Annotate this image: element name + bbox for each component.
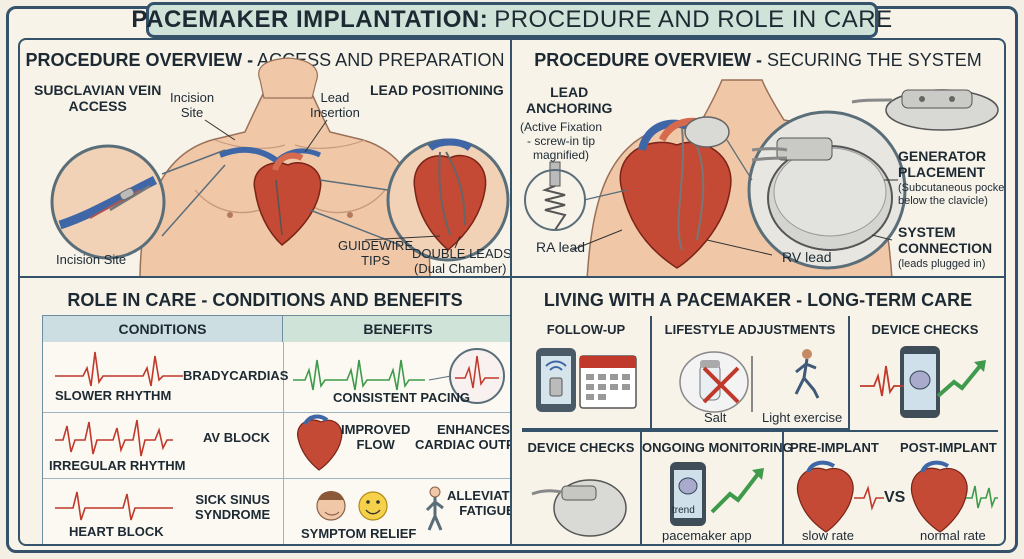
device-checks-card-bottom: DEVICE CHECKS (522, 432, 642, 544)
subclavian-vein-label: SUBCLAVIAN VEIN ACCESS (34, 82, 162, 114)
device-checks-icons-top (860, 346, 986, 418)
generator-illustration (524, 79, 999, 276)
title-rest: PROCEDURE AND ROLE IN CARE (494, 6, 893, 33)
conditions-header: CONDITIONS (43, 316, 283, 342)
pre-post-implant-card: PRE-IMPLANT POST-IMPLANT VS slow rate no… (784, 432, 1000, 544)
pacemaker-device-icon (531, 479, 627, 537)
generator-placement-label: GENERATOR PLACEMENT (898, 148, 987, 180)
panel-access-preparation: PROCEDURE OVERVIEW - ACCESS AND PREPARAT… (18, 38, 512, 278)
vs-label: VS (884, 489, 906, 506)
torso-illustration (50, 57, 510, 276)
benefit-label-0: CONSISTENT PACING (333, 390, 470, 405)
normal-rate-label: normal rate (920, 528, 986, 543)
lead-positioning-label: LEAD POSITIONING (370, 82, 504, 98)
incision-site-top-label: Incision Site (170, 90, 215, 120)
lead-anchoring-label: LEAD ANCHORING (526, 84, 613, 116)
rhythm-label-0: SLOWER RHYTHM (55, 388, 172, 403)
main-title: PACEMAKER IMPLANTATION: PROCEDURE AND RO… (131, 2, 892, 38)
benefit-label-1: IMPROVED FLOW (341, 422, 411, 452)
anchoring-note: (Active Fixation - screw-in tip magnifie… (520, 120, 603, 162)
lead-insertion-label: Lead Insertion (310, 90, 360, 120)
benefit2-label-1: ENHANCES CARDIAC OUTPUT (415, 422, 510, 452)
system-connection-label: SYSTEM CONNECTION (898, 224, 993, 256)
benefits-header: BENEFITS (283, 316, 510, 342)
double-leads-label: DOUBLE LEADS (412, 246, 512, 261)
light-exercise-label: Light exercise (762, 410, 843, 425)
benefit-label-2: SYMPTOM RELIEF (301, 526, 417, 541)
generator-note: (Subcutaneous pocket below the clavicle) (898, 182, 1006, 207)
lifestyle-card: LIFESTYLE ADJUSTMENTS Salt Light exercis… (652, 316, 850, 430)
panel4-title: LIVING WITH A PACEMAKER - LONG-TERM CARE (543, 290, 973, 310)
dual-chamber-label: (Dual Chamber) (414, 261, 507, 276)
connection-note: (leads plugged in) (898, 258, 986, 270)
follow-up-icons (536, 348, 637, 412)
panel-conditions-benefits: ROLE IN CARE - CONDITIONS AND BENEFITS C… (18, 276, 512, 546)
condition-label-0: BRADYCARDIAS (183, 368, 289, 383)
rhythm-label-1: IRREGULAR RHYTHM (49, 458, 186, 473)
pacemaker-app-label: pacemaker app (662, 528, 752, 543)
incision-site-bottom-label: Incision Site (56, 252, 127, 267)
panel1-title: PROCEDURE OVERVIEW - ACCESS AND PREPARAT… (25, 50, 505, 70)
rv-lead-label: RV lead (782, 249, 832, 265)
title-bold: PACEMAKER IMPLANTATION: (131, 6, 489, 33)
condition-label-1: AV BLOCK (203, 430, 270, 445)
panel2-title: PROCEDURE OVERVIEW - SECURING THE SYSTEM (534, 50, 982, 70)
salt-label: Salt (704, 410, 727, 425)
guidewire-tips-label: GUIDEWIRE TIPS (338, 238, 414, 268)
conditions-benefits-table: CONDITIONS BENEFITS (42, 315, 512, 544)
lifestyle-icons (679, 349, 820, 413)
benefit2-label-2: ALLEVIATES FATIGUE (447, 488, 512, 518)
pre-post-hearts (796, 460, 998, 533)
device-checks-card-top: DEVICE CHECKS (850, 316, 1000, 430)
monitoring-icons (670, 462, 764, 526)
panel-long-term-care: LIVING WITH A PACEMAKER - LONG-TERM CARE… (510, 276, 1006, 546)
trend-label: trend (672, 505, 695, 516)
panel-securing-system: PROCEDURE OVERVIEW - SECURING THE SYSTEM (510, 38, 1006, 278)
table-graphics (55, 348, 505, 531)
condition-label-2: SICK SINUS SYNDROME (195, 492, 271, 522)
slow-rate-label: slow rate (802, 528, 855, 543)
panel3-title: ROLE IN CARE - CONDITIONS AND BENEFITS (67, 290, 463, 310)
ra-lead-label: RA lead (536, 239, 586, 255)
rhythm-label-2: HEART BLOCK (69, 524, 164, 539)
follow-up-card: FOLLOW-UP (522, 316, 652, 430)
ongoing-monitoring-card: ONGOING MONITORING trend pacemaker app (642, 432, 793, 544)
